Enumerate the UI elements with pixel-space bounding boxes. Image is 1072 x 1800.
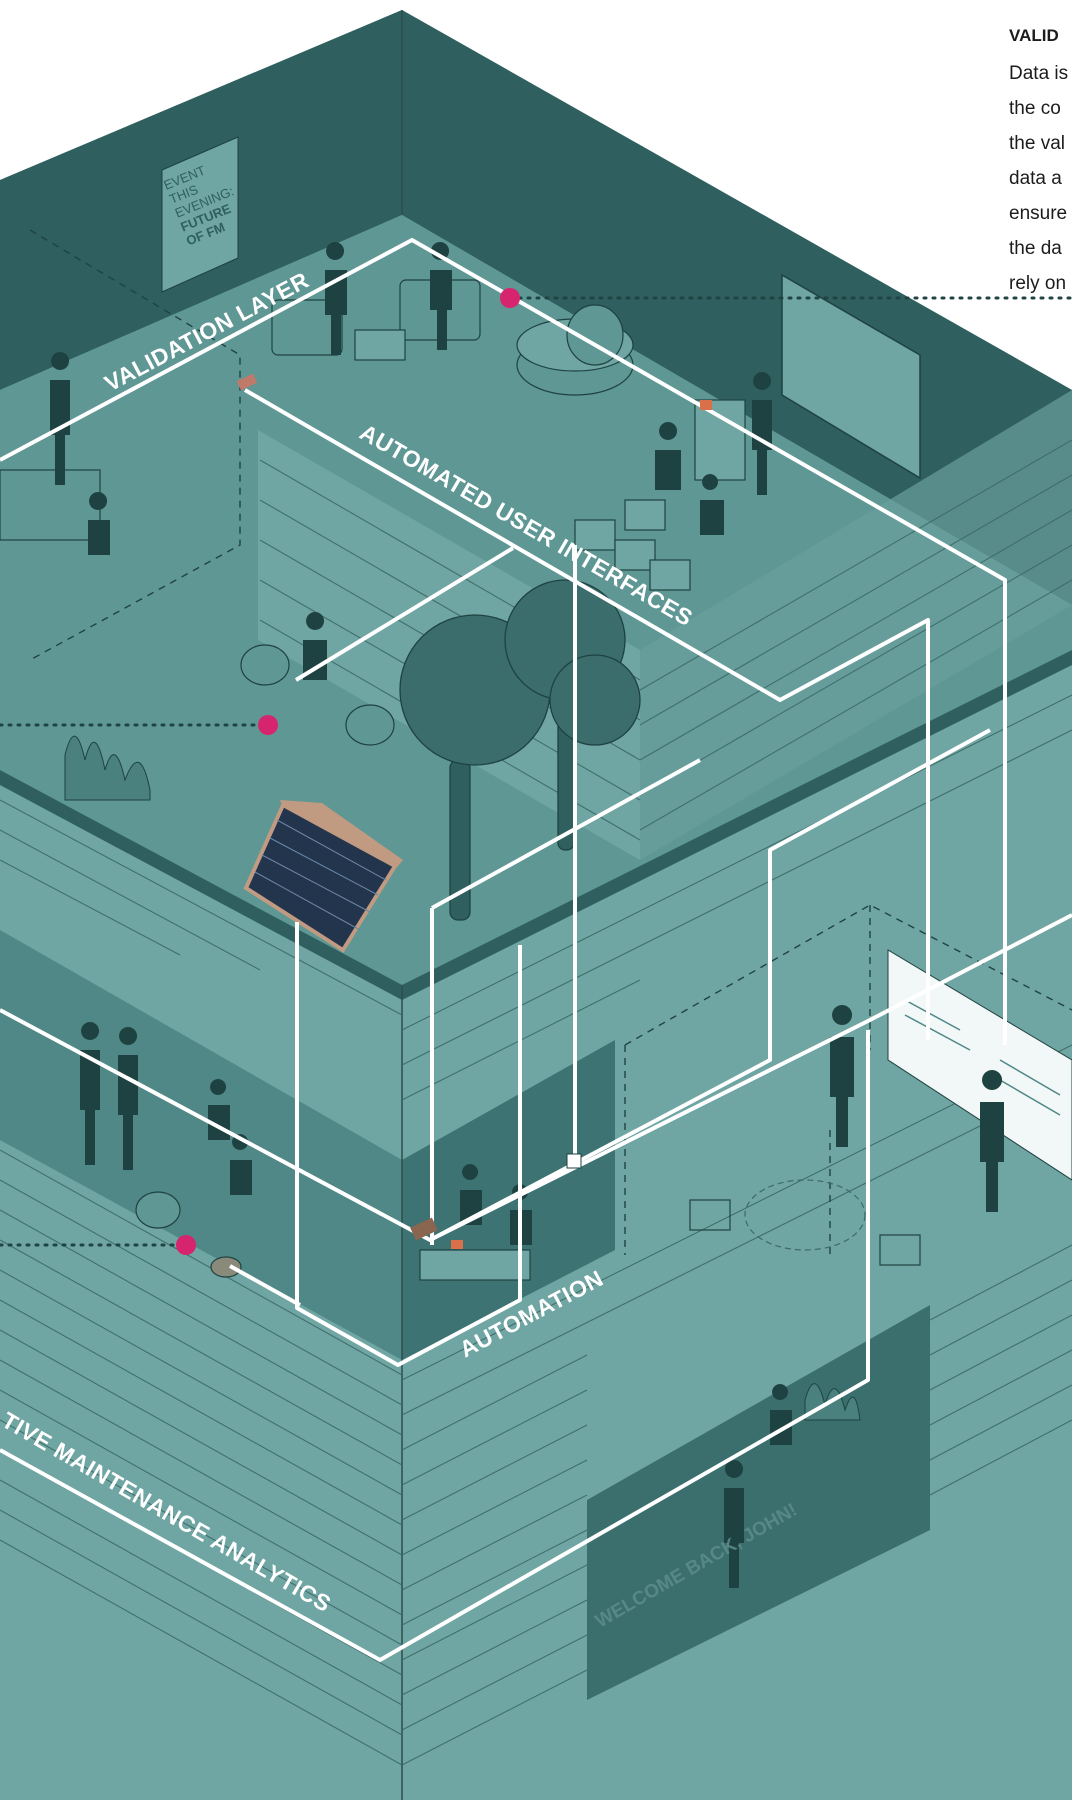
person-seated-desk [88,492,110,555]
marker-dot-interfaces [258,715,278,735]
marker-dot-validation [500,288,520,308]
robot-vacuum [211,1257,241,1277]
building-shell [0,10,1072,1800]
sensor-device-icon [700,400,712,410]
round-stool-1 [241,645,289,685]
side-note-line: the val [1009,126,1072,161]
hub-device-icon [451,1240,463,1249]
desk-left [0,470,100,540]
tablet-device-icon [567,1154,581,1168]
side-note-line: Data is [1009,56,1072,91]
side-note-line: the da [1009,231,1072,266]
coffee-table [355,330,405,360]
cube-stool-4 [625,500,665,530]
side-note-line: the co [1009,91,1072,126]
side-note-line: ensure [1009,196,1072,231]
side-note-title: VALID [1009,26,1072,46]
side-note-line: data a [1009,161,1072,196]
round-stool-2 [346,705,394,745]
podium [695,400,745,480]
side-note: VALID Data is the co the val data a ensu… [1009,26,1072,301]
side-note-line: rely on [1009,266,1072,301]
marker-dot-maintenance [176,1235,196,1255]
